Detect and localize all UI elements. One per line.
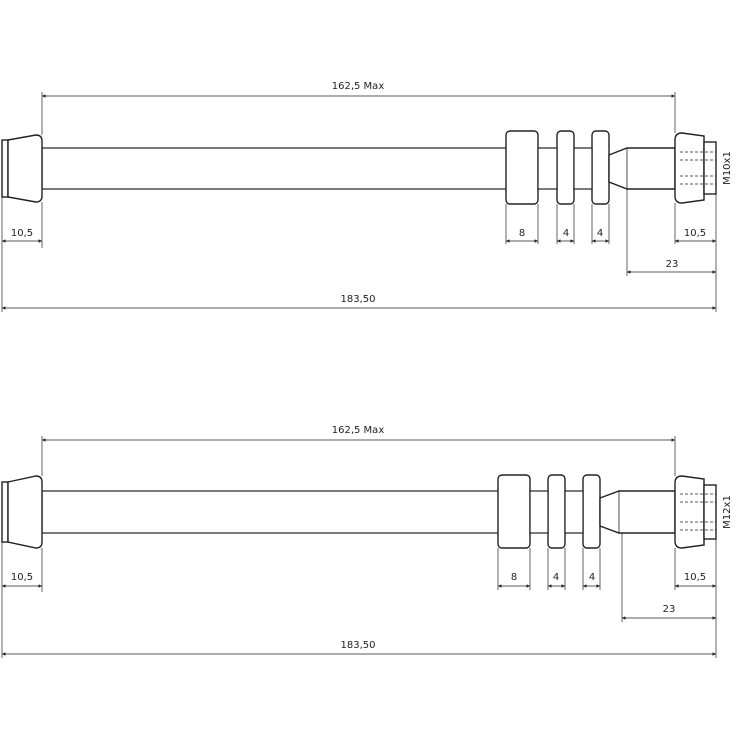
ring-a-2 — [547, 474, 566, 549]
left-end-lip-1 — [1, 139, 9, 198]
threaded-tube-2 — [599, 490, 676, 534]
right-nut-1 — [674, 132, 705, 204]
dim-overall-max-1: 162,5 Max — [332, 81, 385, 92]
left-end-lip-2 — [1, 481, 9, 543]
right-nut-2 — [674, 475, 705, 549]
dim-right-end-2: 10,5 — [684, 572, 706, 583]
dim-collar-2: 8 — [511, 572, 517, 583]
hose-body-2 — [41, 490, 501, 534]
hose-drawing-1: 162,5 Max 10,5 8 4 4 10,5 23 183,50 M10x… — [1, 81, 733, 312]
dim-total-1: 183,50 — [341, 294, 376, 305]
neck-2a — [529, 490, 549, 534]
dim-left-end-2: 10,5 — [11, 572, 33, 583]
dim-overall-max-2: 162,5 Max — [332, 425, 385, 436]
collar-2 — [497, 474, 531, 549]
dim-ring1-1: 4 — [563, 228, 569, 239]
thread-label-1: M10x1 — [722, 151, 733, 185]
thread-label-2: M12x1 — [722, 495, 733, 529]
dim-ring2-1: 4 — [597, 228, 603, 239]
dim-ring2-2: 4 — [589, 572, 595, 583]
dim-ring1-2: 4 — [553, 572, 559, 583]
right-nut-lip-1 — [703, 141, 717, 195]
dim-collar-1: 8 — [519, 228, 525, 239]
dim-left-end-1: 10,5 — [11, 228, 33, 239]
ring-b-2 — [582, 474, 601, 549]
dim-thread-len-1: 23 — [666, 259, 679, 270]
left-end-fitting-1 — [7, 134, 43, 203]
dim-total-2: 183,50 — [341, 640, 376, 651]
ring-a-1 — [556, 130, 575, 205]
collar-1 — [505, 130, 539, 205]
hose-body-1 — [41, 147, 509, 190]
right-nut-lip-2 — [703, 484, 717, 540]
left-end-fitting-2 — [7, 475, 43, 549]
ring-b-1 — [591, 130, 610, 205]
dim-right-end-1: 10,5 — [684, 228, 706, 239]
dim-thread-len-2: 23 — [663, 604, 676, 615]
threaded-tube-1 — [608, 147, 676, 190]
neck-1a — [537, 147, 558, 190]
neck-2b — [564, 490, 584, 534]
neck-1b — [573, 147, 593, 190]
hose-drawing-2: 162,5 Max 10,5 8 4 4 10,5 23 183,50 M12x… — [1, 425, 733, 658]
